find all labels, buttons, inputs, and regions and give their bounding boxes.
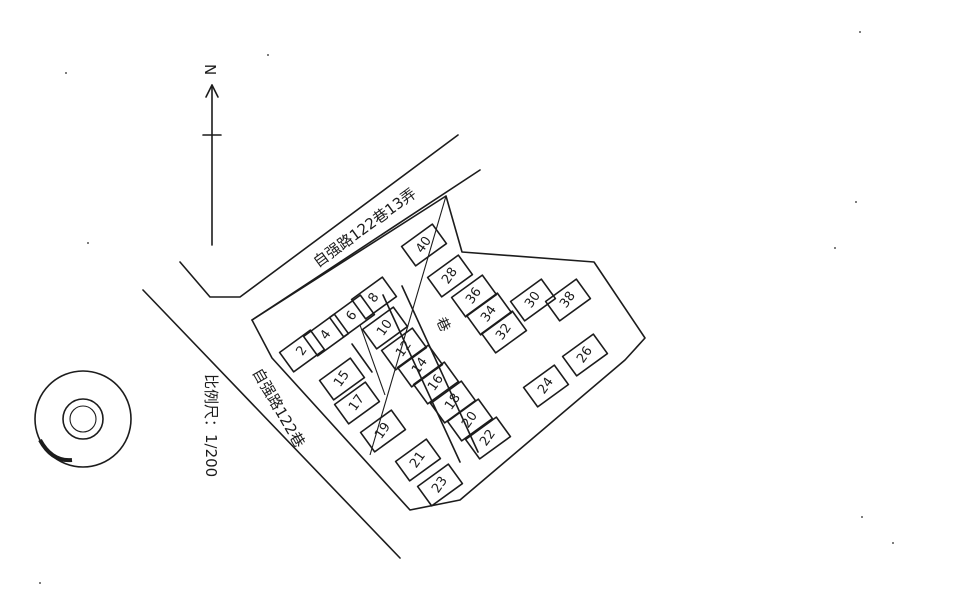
- road-west-label: 自强路122巷: [249, 365, 309, 451]
- lot-outline: [416, 463, 464, 507]
- lot-8: 8: [350, 276, 398, 320]
- lot-number: 40: [413, 234, 435, 256]
- road-north-label: 自强路122巷13弄: [310, 185, 420, 272]
- north-arrow: N: [201, 64, 222, 246]
- lot-outline: [522, 364, 570, 408]
- lot-outline: [509, 278, 557, 322]
- lot-number: 26: [574, 344, 596, 366]
- stray-marks: [39, 31, 894, 584]
- lot-number: 19: [372, 420, 394, 442]
- road-west: [142, 289, 401, 559]
- lot-28: 28: [426, 254, 474, 298]
- lot-number: 30: [522, 289, 544, 311]
- lot-number: 15: [331, 368, 353, 390]
- lot-24: 24: [522, 364, 570, 408]
- lot-40: 40: [400, 223, 448, 267]
- lot-outline: [450, 274, 498, 318]
- lot-outline: [328, 294, 376, 338]
- lot-outline: [544, 278, 592, 322]
- lot-number: 4: [317, 327, 334, 342]
- lot-19: 19: [359, 409, 407, 453]
- lot-outline: [278, 329, 326, 373]
- lot-outline: [333, 381, 381, 425]
- lot-outline: [318, 357, 366, 401]
- compass-rose-icon: [34, 370, 132, 468]
- lot-number: 23: [429, 474, 451, 496]
- lot-outline: [446, 398, 494, 442]
- lot-outline: [400, 223, 448, 267]
- aisle-label: 巷: [432, 315, 452, 334]
- lot-outline: [302, 313, 350, 357]
- lot-outline: [561, 333, 609, 377]
- lot-outline: [396, 344, 444, 388]
- lot-outline: [361, 306, 409, 350]
- lot-number: 2: [293, 343, 310, 358]
- lot-2: 2: [278, 329, 326, 373]
- survey-line: [351, 195, 447, 456]
- lot-number: 38: [557, 289, 579, 311]
- lot-number: 21: [407, 449, 429, 471]
- lot-outline: [350, 276, 398, 320]
- lot-number: 28: [439, 265, 461, 287]
- lot-outline: [380, 327, 428, 371]
- lot-number: 10: [374, 317, 396, 339]
- lot-outline: [426, 254, 474, 298]
- lot-number: 24: [535, 375, 557, 397]
- lot-number: 17: [346, 392, 368, 414]
- lot-number: 20: [459, 409, 481, 431]
- north-label: N: [201, 64, 219, 75]
- lot-outline: [464, 416, 512, 460]
- lot-outline: [412, 361, 460, 405]
- lot-number: 6: [343, 308, 360, 323]
- lot-outline: [359, 409, 407, 453]
- lot-number: 22: [477, 427, 499, 449]
- lot-number: 8: [365, 290, 382, 305]
- lot-26: 26: [561, 333, 609, 377]
- site-boundary: [251, 195, 646, 511]
- scale-label: 比例尺：1/200: [202, 374, 220, 477]
- lot-number: 18: [442, 391, 464, 413]
- lot-outline: [394, 438, 442, 482]
